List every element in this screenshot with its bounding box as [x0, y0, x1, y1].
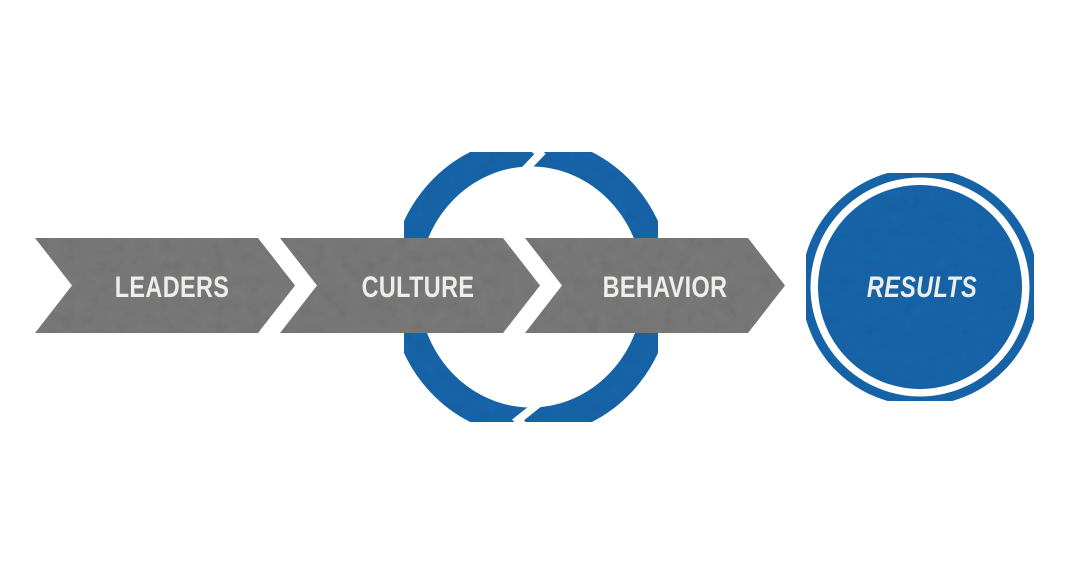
cycle-arrow-top-icon	[514, 130, 546, 179]
step-chevron-behavior	[525, 238, 785, 333]
step-chevron-leaders	[35, 238, 295, 333]
step-label-behavior: BEHAVIOR	[603, 270, 728, 303]
results-circle	[801, 168, 1039, 406]
results-label: RESULTS	[867, 270, 977, 303]
step-label-culture: CULTURE	[362, 270, 475, 303]
cycle-arrow-bottom-icon	[512, 396, 546, 445]
step-chevron-culture	[280, 238, 540, 333]
step-label-leaders: LEADERS	[115, 270, 229, 303]
